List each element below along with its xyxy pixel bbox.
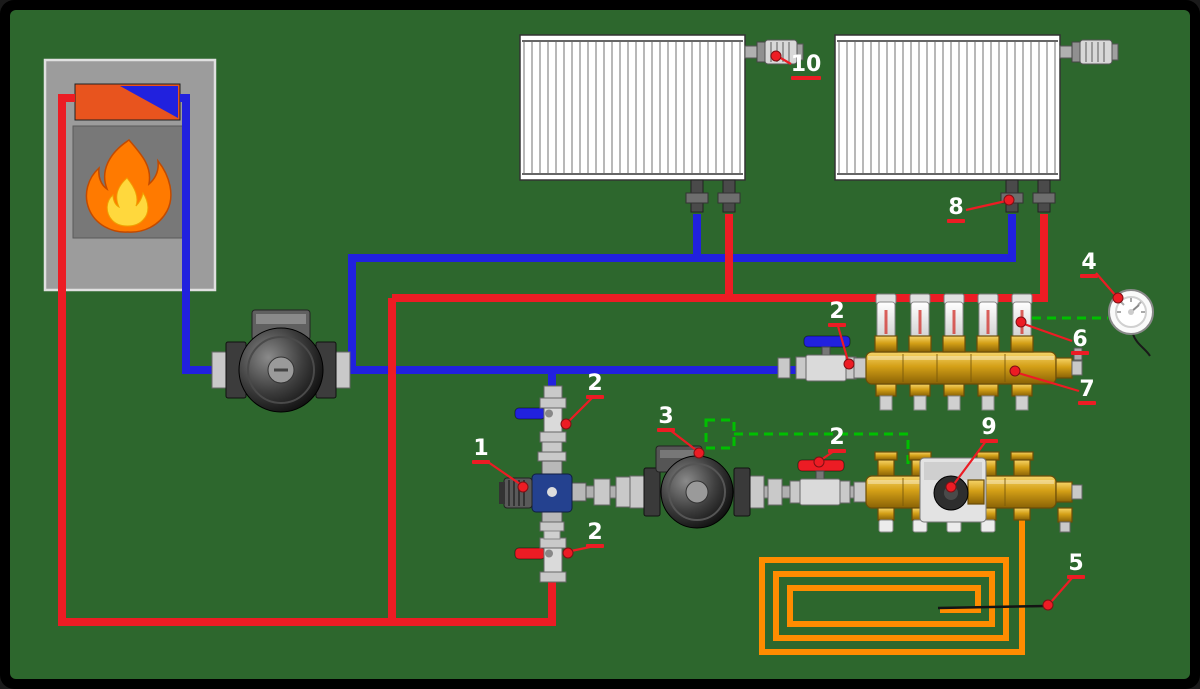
room-thermostat — [1108, 289, 1154, 357]
callout-4-label: 4 — [1081, 250, 1096, 275]
callout-2c-dot — [813, 456, 825, 468]
manifold-valve-cap — [1010, 451, 1034, 477]
manifold-bottom-outlet — [877, 507, 895, 533]
callout-10-label: 10 — [791, 52, 822, 77]
flow-meter — [976, 293, 1000, 353]
callout-7-dot — [1009, 365, 1021, 377]
callout-3-label: 3 — [658, 404, 673, 429]
callout-2b-label: 2 — [587, 371, 602, 396]
callout-7: 7 — [1009, 365, 1096, 405]
callout-8-label: 8 — [948, 195, 963, 220]
callout-4-dot — [1112, 292, 1124, 304]
callout-1-label: 1 — [473, 436, 488, 461]
manifold-valve-cap — [874, 451, 898, 477]
control-signal-lines — [704, 316, 1108, 468]
callout-2-manifold-return: 2 — [813, 425, 846, 468]
callout-1-dot — [517, 481, 529, 493]
callout-2c-label: 2 — [829, 425, 844, 450]
callout-9: 9 — [945, 415, 998, 493]
callout-2d-dot — [562, 547, 574, 559]
callout-3: 3 — [657, 404, 705, 459]
pipe-return-main — [180, 94, 868, 374]
flow-meter — [908, 293, 932, 353]
callout-6-dot — [1015, 316, 1027, 328]
callout-2a-label: 2 — [829, 299, 844, 324]
flame-icon — [85, 139, 172, 233]
hot-pipes — [58, 94, 1048, 626]
pipe-hot-boiler-loop — [58, 94, 556, 626]
callout-5-label: 5 — [1068, 551, 1083, 576]
floor-heating-loop — [759, 520, 1025, 655]
sensor-box — [704, 418, 736, 450]
thermostat-wire — [1132, 333, 1151, 357]
callout-2-manifold-supply: 2 — [828, 299, 855, 370]
circulation-pump-floor — [629, 445, 765, 529]
boiler-gauge-indicator — [120, 86, 178, 118]
callout-4: 4 — [1080, 250, 1124, 304]
callout-2b-dot — [560, 418, 572, 430]
callout-2-mixing-bottom: 2 — [562, 520, 604, 559]
callout-2d-label: 2 — [587, 520, 602, 545]
signal-line-mixing — [734, 432, 910, 468]
callout-1: 1 — [472, 436, 529, 493]
callout-5-dot — [1042, 599, 1054, 611]
callout-10: 10 — [770, 50, 822, 80]
callout-2a-dot — [843, 358, 855, 370]
pipe-return-radiators — [348, 214, 1016, 370]
callout-9-label: 9 — [981, 415, 996, 440]
thermostatic-mixing-valve — [499, 460, 587, 540]
circulation-pump-main — [211, 309, 351, 413]
flow-meter — [942, 293, 966, 353]
flow-meter — [874, 293, 898, 353]
callout-2-mixing-top: 2 — [560, 371, 604, 430]
callout-8-dot — [1003, 194, 1015, 206]
callout-9-dot — [945, 481, 957, 493]
callout-8: 8 — [947, 194, 1015, 223]
callout-3-dot — [693, 447, 705, 459]
callout-6-label: 6 — [1072, 327, 1087, 352]
callout-10-dot — [770, 50, 782, 62]
callout-7-label: 7 — [1079, 377, 1094, 402]
callout-5: 5 — [937, 551, 1085, 611]
callout-5-pointer-line — [937, 604, 1047, 610]
callouts: 10 8 4 6 7 2 — [472, 50, 1124, 611]
callout-6: 6 — [1015, 316, 1089, 355]
pipe-hot-radiators — [392, 214, 1048, 302]
